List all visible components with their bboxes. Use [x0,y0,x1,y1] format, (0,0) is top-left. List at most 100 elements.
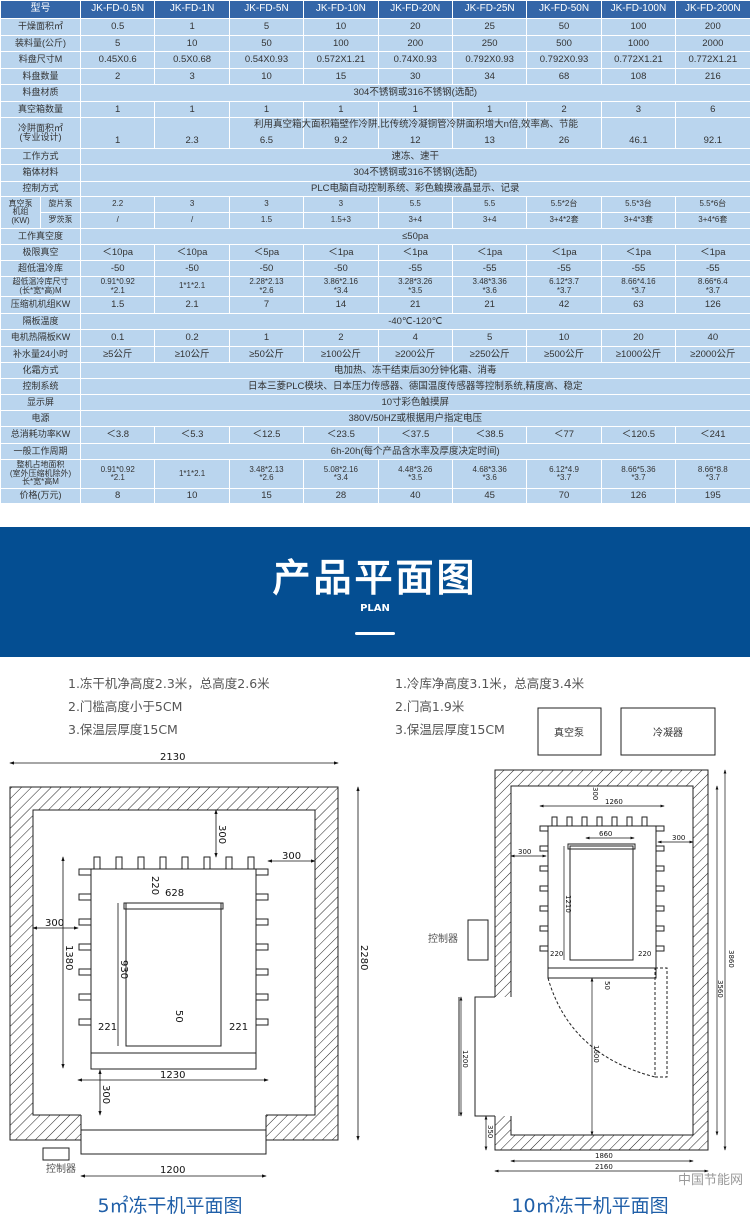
threshold [80,1129,267,1155]
dim-label: 1380 [63,945,74,970]
dim-label: 300 [100,1085,111,1104]
door-swing [547,977,656,1078]
table-cell: 0.5X0.68 [154,51,230,69]
row-label: 极限真空 [0,244,81,261]
table-cell: 2 [526,101,602,118]
shelf-tab [255,1018,269,1026]
row-label: 控制方式 [0,181,81,197]
table-cell: 250 [451,35,528,52]
shelf-tab [225,856,233,870]
note: 2.门高1.9米 [395,699,465,714]
row-label: 干燥面积㎡ [0,18,81,36]
watermark: 中国节能网 [678,1173,743,1188]
table-cell: 5 [79,35,156,52]
row-label: 总消耗功率KW [0,426,81,444]
table-cell: ＜1pa [377,244,453,261]
table-cell: ＜77 [526,426,602,444]
table-cell: 2.28*2.13*2.6 [228,276,305,297]
table-cell: 500 [526,35,602,52]
row-label: 料盘材质 [0,84,81,102]
row-label: 压缩机机组KW [0,296,81,314]
dim-label: 1600 [592,1045,600,1063]
table-cell: 21 [377,296,453,314]
table-cell: 5.5 [377,196,453,213]
table-cell: 100 [303,35,379,52]
dim-label: 930 [118,960,129,979]
table-cell: 108 [600,68,677,85]
table-cell: 1000 [600,35,677,52]
table-cell: 30 [377,68,453,85]
row-label: 料盘尺寸M [0,51,81,69]
row-label: 一般工作周期 [0,443,81,460]
table-cell: 45 [451,488,528,504]
controller-box [467,919,489,961]
dim-label: 1860 [595,1152,613,1160]
table-cell: ≥250公斤 [451,346,528,363]
table-cell: ＜120.5 [600,426,677,444]
dim-label: 221 [229,1022,248,1033]
table-cell: ＜38.5 [451,426,528,444]
controller-label: 控制器 [428,932,458,945]
table-row: 补水量24小时≥5公斤≥10公斤≥50公斤≥100公斤≥200公斤≥250公斤≥… [0,346,750,363]
shelf-tab [78,918,92,926]
table-cell: 304不锈钢或316不锈钢(选配) [80,164,750,182]
column-header: JK-FD-5N [228,0,305,19]
row-label: 真空泵机组(KW) [0,196,41,229]
table-cell: 21 [451,296,528,314]
table-cell: 2 [303,329,379,347]
table-cell: -55 [600,260,677,277]
table-cell: 3+4 [451,212,528,229]
condenser-label: 冷凝器 [653,726,683,739]
row-label: 装料量(公斤) [0,35,81,52]
shelf-tab [203,856,211,870]
shelf-tab [655,925,665,932]
caption: 5㎡冻干机平面图 [97,1194,242,1217]
dim-label: 300 [282,851,301,862]
shelf-tab [78,943,92,951]
table-cell: -55 [675,260,750,277]
table-cell: 0.2 [154,329,230,347]
dim-label: 350 [486,1125,494,1138]
shelf-tab [539,825,549,832]
table-cell: 2 [79,68,156,85]
dim-label: 300 [45,918,64,929]
table-cell: 100 [600,18,677,36]
table-cell: 4.68*3.36*3.6 [451,459,528,489]
table-cell: 15 [303,68,379,85]
table-cell: ＜1pa [675,244,750,261]
table-cell: ≥5公斤 [79,346,156,363]
table-cell: 3 [154,68,230,85]
shelf-tab [78,868,92,876]
shelf-tab [255,968,269,976]
table-cell: 1 [79,101,156,118]
shelf-tab [641,816,648,827]
shelf-tab [539,925,549,932]
table-cell: -55 [451,260,528,277]
section-banner: 产品平面图 PLAN [0,527,750,657]
table-cell: 15 [228,488,305,504]
shelf-tab [611,816,618,827]
table-cell: 10 [154,488,230,504]
shelf-frame [90,868,257,1070]
table-cell: 4 [377,329,453,347]
table-cell: 1*1*2.1 [154,276,230,297]
table-cell: 34 [451,68,528,85]
row-label: 电源 [0,410,81,427]
row-label: 显示屏 [0,394,81,411]
table-cell: 0.91*0.92*2.1 [79,459,156,489]
shelf-tab [539,845,549,852]
shelf-tab [115,856,123,870]
table-cell: 2.1 [154,296,230,314]
table-cell: 3.48*2.13*2.6 [228,459,305,489]
table-cell: 126 [675,296,750,314]
table-cell: 1 [154,18,230,36]
table-cell: 10 [303,18,379,36]
